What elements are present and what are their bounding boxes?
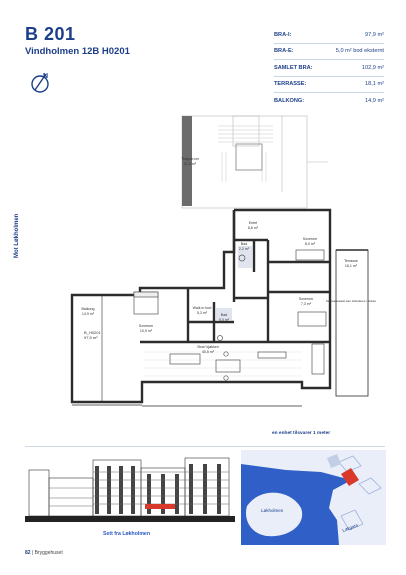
footer-name: Bryggehuset <box>34 550 63 556</box>
facade-caption: Sett fra Løkholmen <box>103 531 150 537</box>
svg-text:21,0 m²: 21,0 m² <box>184 162 197 166</box>
svg-text:10,9 m²: 10,9 m² <box>140 329 153 333</box>
room-terrasse: Terrasse <box>344 259 358 263</box>
room-soverom-2: Soverom <box>299 297 313 301</box>
svg-text:5,3 m²: 5,3 m² <box>197 311 208 315</box>
floor-plan: Trapperom 21,0 m² Entré 8,6 m² Bad 2,2 m… <box>70 115 377 407</box>
location-map: Løkholmen Løkgata <box>241 450 386 545</box>
room-walkin: Walk in bod <box>193 306 212 310</box>
plan-note: Sameiearealet kan inkluderes i skisse <box>326 299 377 303</box>
area-row: SAMLET BRA: 102,9 m² <box>274 60 384 77</box>
map-building-highlight <box>341 468 359 486</box>
room-entre: Entré <box>249 221 258 225</box>
beds <box>133 249 327 327</box>
room-soverom-3: Soverom <box>139 324 153 328</box>
room-labels: Trapperom 21,0 m² Entré 8,6 m² Bad 2,2 m… <box>82 157 377 354</box>
page-footer: 82 | Bryggehuset <box>25 550 63 556</box>
svg-text:14,9 m²: 14,9 m² <box>82 312 95 316</box>
map-label-lokgata: Løkgata <box>342 523 359 533</box>
facade-drawing <box>25 457 235 522</box>
walls <box>70 208 332 404</box>
terrace <box>335 249 369 397</box>
room-soverom-1: Soverom <box>303 237 317 241</box>
page-subtitle: Vindholmen 12B H0201 <box>25 46 130 57</box>
svg-text:8,0 m²: 8,0 m² <box>305 242 316 246</box>
balcony <box>71 294 103 403</box>
room-bad-1: Bad <box>241 242 247 246</box>
stair-hatching <box>218 125 273 182</box>
footer-divider <box>25 446 385 447</box>
svg-text:5,0 m²: 5,0 m² <box>219 318 230 322</box>
compass-icon: N <box>31 73 49 93</box>
furniture <box>169 254 325 381</box>
svg-text:7,3 m²: 7,3 m² <box>301 302 312 306</box>
area-row: BRA-I: 97,9 m² <box>274 27 384 44</box>
side-label: Mot Løkholmen <box>14 213 20 258</box>
area-row: BALKONG: 14,9 m² <box>274 97 384 104</box>
room-balkong: Balkong <box>82 307 95 311</box>
svg-text:2,2 m²: 2,2 m² <box>239 247 250 251</box>
svg-text:18,1 m²: 18,1 m² <box>345 264 358 268</box>
svg-text:8,6 m²: 8,6 m² <box>248 226 259 230</box>
area-table: BRA-I: 97,9 m² BRA-E: 5,0 m² bod ekstern… <box>274 27 384 109</box>
facade-highlight <box>145 504 175 509</box>
svg-text:40,5 m²: 40,5 m² <box>202 350 215 354</box>
map-label-lokholmen: Løkholmen <box>261 508 284 513</box>
room-stue: Stue/ kjøkken <box>197 345 219 349</box>
area-row: BRA-E: 5,0 m² bod eksternt <box>274 44 384 60</box>
page-title: B 201 <box>25 24 76 44</box>
room-bad-2: Bad <box>221 313 227 317</box>
svg-text:N: N <box>43 73 48 80</box>
floor-stripes <box>144 351 302 377</box>
room-trapperom: Trapperom <box>181 157 198 161</box>
unit-code: B_H0201 <box>84 330 101 335</box>
svg-text:97,9 m²: 97,9 m² <box>84 335 98 340</box>
page-number: 82 <box>25 550 31 556</box>
area-row: TERRASSE: 18,1 m² <box>274 77 384 93</box>
scale-note: en enhet tilsvarer 1 meter <box>272 431 331 436</box>
